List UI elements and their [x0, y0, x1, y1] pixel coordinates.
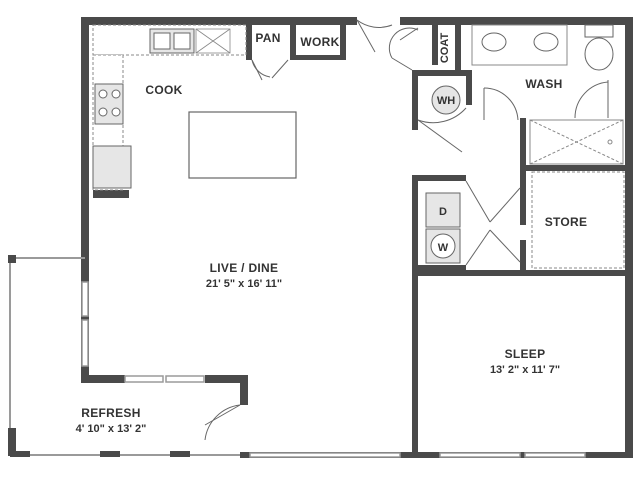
room-label-pan: PAN [255, 31, 280, 45]
kitchen-island [188, 111, 297, 179]
dryer [425, 192, 461, 228]
sleep-windows [249, 452, 586, 458]
coat-door [388, 27, 419, 71]
entry-door [356, 19, 393, 53]
room-label-refresh: REFRESH [81, 406, 140, 420]
room-label-live: LIVE / DINE [210, 261, 279, 275]
appliance-label-dryer: D [439, 206, 447, 218]
room-dims-live: 21' 5" x 16' 11" [206, 278, 282, 290]
room-dims-sleep: 13' 2" x 11' 7" [490, 364, 560, 376]
pan-door [251, 59, 289, 81]
dishwasher [195, 28, 231, 54]
room-label-cook: COOK [145, 83, 182, 97]
refrigerator [92, 145, 132, 189]
bath-door [483, 87, 519, 121]
kitchen-sink [149, 28, 195, 54]
bath-sinks [481, 32, 559, 52]
washer [425, 228, 461, 264]
appliance-label-washer: W [438, 242, 449, 254]
water-heater [431, 85, 461, 115]
room-label-wash: WASH [525, 77, 562, 91]
shower [529, 119, 624, 165]
living-bottom-windows [124, 375, 205, 383]
refresh-door [204, 404, 241, 441]
shower-door [574, 80, 609, 119]
room-label-wh: WH [437, 95, 455, 107]
room-label-work: WORK [300, 35, 339, 49]
room-label-sleep: SLEEP [505, 347, 546, 361]
store-shelves [531, 171, 625, 269]
room-label-store: STORE [545, 215, 588, 229]
room-label-coat: COAT [439, 33, 451, 64]
refresh-wall-ticks [8, 255, 190, 457]
wh-door [417, 107, 467, 153]
room-dims-refresh: 4' 10" x 13' 2" [76, 423, 147, 435]
toilet [584, 24, 614, 71]
laundry-doors [465, 180, 521, 266]
cooktop [94, 83, 124, 125]
interior-walls [93, 25, 628, 455]
refresh-outline [9, 257, 240, 456]
living-windows [81, 281, 89, 367]
